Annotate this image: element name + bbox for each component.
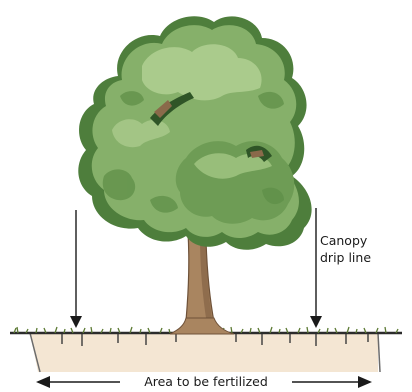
- drip-line-right-arrowhead: [310, 316, 322, 328]
- trunk-flare: [170, 318, 234, 334]
- drip-line-left-arrowhead: [70, 316, 82, 328]
- canopy-lower-lobe: [176, 141, 295, 224]
- canopy-drip-line-label: Canopy drip line: [320, 232, 371, 266]
- soil-zone-edge-right: [378, 333, 380, 372]
- area-arrowhead-right: [358, 376, 372, 388]
- canopy-drip-line-label-line1: Canopy: [320, 232, 371, 249]
- area-to-be-fertilized-label: Area to be fertilized: [120, 373, 292, 391]
- drip-line-left: [70, 210, 82, 328]
- canopy-drip-line-label-line2: drip line: [320, 249, 371, 266]
- area-arrowhead-left: [36, 376, 50, 388]
- drip-line-right: [310, 208, 322, 328]
- tree-canopy: [78, 16, 311, 249]
